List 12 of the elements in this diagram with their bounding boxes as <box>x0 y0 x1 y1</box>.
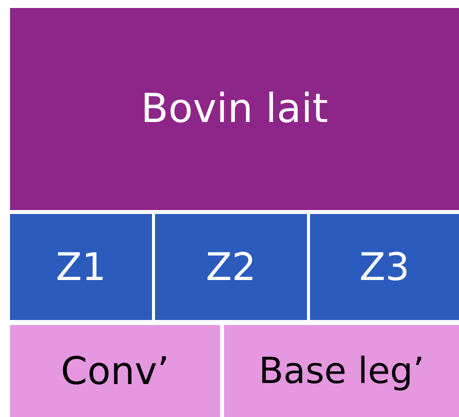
color-block <box>155 214 307 320</box>
block-label: Z1 <box>56 245 106 289</box>
block-label: Base leg’ <box>258 350 424 392</box>
block-label: Bovin lait <box>140 86 328 132</box>
color-block <box>10 8 459 210</box>
block-label: Z2 <box>206 245 256 289</box>
block-label: Conv’ <box>60 349 170 393</box>
color-block <box>310 214 459 320</box>
block-label: Z3 <box>359 245 410 289</box>
color-block <box>10 214 152 320</box>
color-block <box>224 325 459 417</box>
color-block <box>10 325 220 417</box>
